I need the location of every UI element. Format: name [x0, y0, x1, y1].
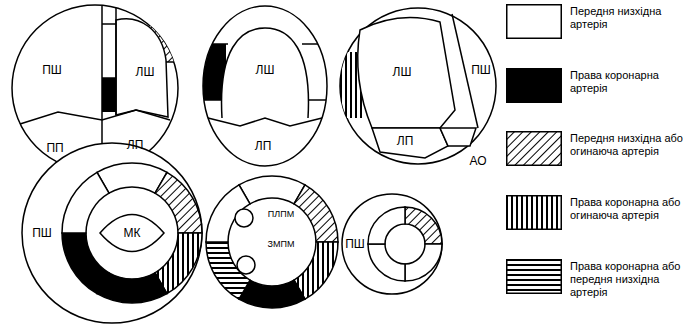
legend-item: Передня низхідна або огинаюча артерія — [506, 131, 692, 171]
wall-ring — [368, 207, 442, 281]
wall-segment — [62, 233, 109, 294]
wall-segment — [97, 163, 167, 193]
swatch-fill — [507, 260, 562, 294]
legend-item: Права коронарна артерія — [506, 68, 692, 108]
wall-segment — [294, 185, 338, 242]
two-chamber-view — [200, 6, 327, 166]
inner-structures — [100, 209, 255, 274]
chamber-label: ПЛПМ — [268, 210, 294, 219]
chamber-label: ЛШ — [136, 66, 155, 78]
legend-swatch — [506, 4, 562, 39]
wall-ring — [206, 176, 338, 308]
legend-item: Права коронарна або огинаюча артерія — [506, 195, 692, 235]
wall-segment — [405, 207, 442, 244]
wall-segment — [97, 273, 167, 303]
chamber-label: ПШ — [345, 238, 365, 250]
legend-swatch — [506, 131, 562, 166]
legend-text: Передня низхідна артерія — [570, 5, 690, 31]
legend-text: Права коронарна або передня низхідна арт… — [570, 260, 690, 299]
wall-segment — [368, 244, 405, 281]
chamber-label: МК — [124, 227, 141, 239]
legend-swatch — [506, 259, 562, 294]
short-axis-views — [22, 143, 442, 323]
swatch-fill — [507, 132, 562, 166]
wall-segment — [368, 207, 405, 244]
chamber-label: ПШ — [471, 64, 491, 76]
legend-swatch — [506, 68, 562, 103]
legend-text: Передня низхідна або огинаюча артерія — [570, 132, 690, 158]
chamber-label: ЛП — [255, 140, 272, 152]
swatch-fill — [507, 5, 562, 39]
wall-segment — [62, 172, 109, 233]
chamber-label: АО — [469, 155, 486, 167]
wall-segment — [155, 172, 202, 233]
chamber-label: ЛШ — [256, 64, 275, 76]
wall-ring — [62, 163, 202, 303]
long-axis-view — [336, 8, 496, 164]
chamber-label: ПШ — [42, 64, 62, 76]
legend-swatch — [506, 195, 562, 230]
chamber-label: ЛШ — [393, 66, 412, 78]
legend-item: Передня низхідна артерія — [506, 4, 692, 44]
chamber-label: ЗМПМ — [268, 240, 295, 249]
chamber-label: ПП — [46, 142, 63, 154]
chamber-label: ЛП — [397, 135, 414, 147]
swatch-fill — [507, 69, 562, 103]
legend-text: Права коронарна артерія — [570, 69, 690, 95]
legend-item: Права коронарна або передня низхідна арт… — [506, 259, 692, 299]
chamber-label: ЛП — [127, 139, 144, 151]
swatch-fill — [507, 196, 562, 230]
chamber-label: ПШ — [32, 227, 52, 239]
wall-segment — [405, 244, 442, 281]
wall-segment — [239, 280, 305, 308]
wall-segment — [239, 176, 305, 204]
wall-segments — [62, 163, 442, 308]
legend-text: Права коронарна або огинаюча артерія — [570, 196, 690, 222]
